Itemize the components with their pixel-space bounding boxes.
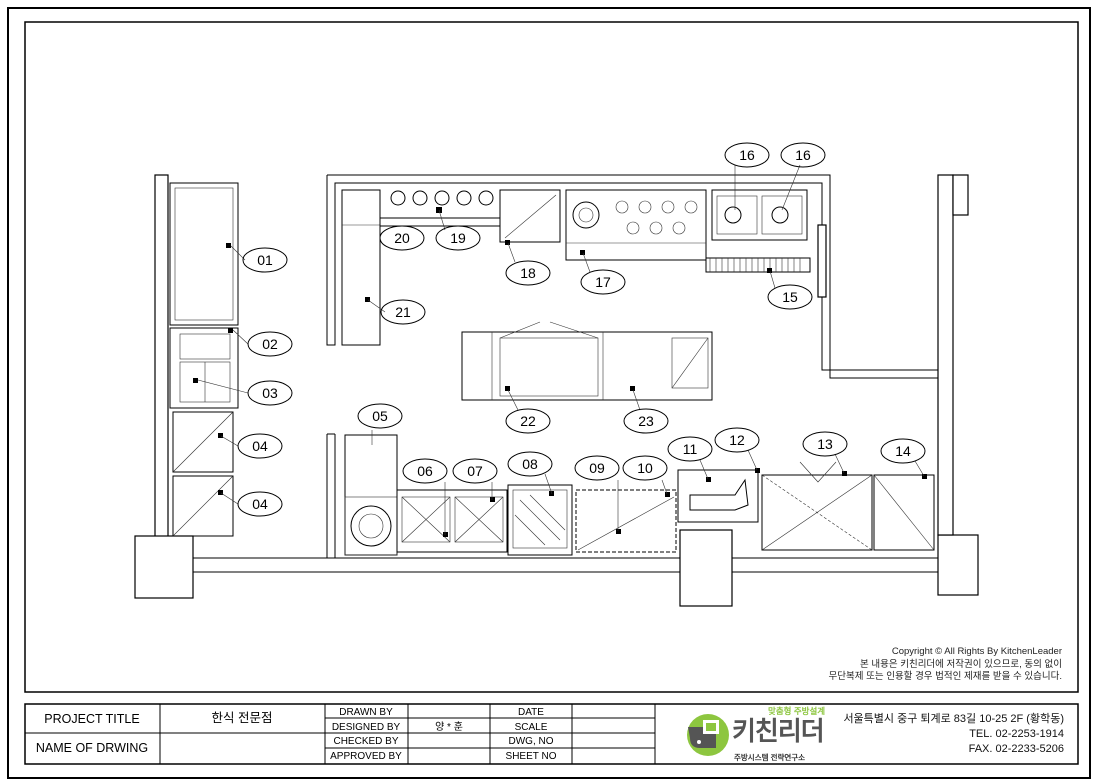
svg-text:16: 16 xyxy=(739,147,755,163)
tag-18: 18 xyxy=(505,260,551,286)
company-tel: TEL. 02-2253-1914 xyxy=(969,728,1064,740)
svg-text:22: 22 xyxy=(520,413,536,429)
tag-10: 10 xyxy=(622,455,668,481)
svg-text:07: 07 xyxy=(467,463,483,479)
tag-21: 21 xyxy=(380,299,426,325)
svg-text:01: 01 xyxy=(257,252,273,268)
svg-text:20: 20 xyxy=(394,230,410,246)
copyright-line-3: 무단복제 또는 인용할 경우 법적인 제재를 받을 수 있습니다. xyxy=(828,671,1062,682)
approved-by-label: APPROVED BY xyxy=(330,751,402,762)
tag-13: 13 xyxy=(802,431,848,457)
tag-08: 08 xyxy=(507,451,553,477)
company-contact: 서울특별시 중구 퇴계로 83길 10-25 2F (황학동) TEL. 02-… xyxy=(843,712,1064,757)
name-of-drawing-label: NAME OF DRWING xyxy=(36,741,148,755)
tag-16: 16 xyxy=(724,142,770,168)
sheet-no-label: SHEET NO xyxy=(506,751,557,762)
tag-16: 16 xyxy=(780,142,826,168)
outer-frame xyxy=(7,7,1091,779)
equipment xyxy=(169,182,935,556)
project-title-value: 한식 전문점 xyxy=(212,711,273,725)
checked-by-label: CHECKED BY xyxy=(333,736,398,747)
dwg-no-label: DWG, NO xyxy=(509,736,554,747)
company-subtitle: 주방시스템 전략연구소 xyxy=(734,753,806,762)
company-logo: 맞춤형 주방설계 키친리더 주방시스템 전략연구소 xyxy=(688,706,838,762)
scale-label: SCALE xyxy=(515,722,548,733)
tag-02: 02 xyxy=(247,331,293,357)
tag-15: 15 xyxy=(767,284,813,310)
designed-by-label: DESIGNED BY xyxy=(332,722,401,733)
svg-text:23: 23 xyxy=(638,413,654,429)
svg-text:21: 21 xyxy=(395,304,411,320)
svg-text:17: 17 xyxy=(595,274,611,290)
leader-lines xyxy=(197,164,925,535)
svg-text:06: 06 xyxy=(417,463,433,479)
tag-01: 01 xyxy=(242,247,288,273)
drawn-by-label: DRAWN BY xyxy=(339,707,393,718)
tag-12: 12 xyxy=(714,427,760,453)
company-fax: FAX. 02-2233-5206 xyxy=(968,743,1064,755)
svg-text:12: 12 xyxy=(729,432,745,448)
svg-text:13: 13 xyxy=(817,436,833,452)
svg-text:04: 04 xyxy=(252,496,268,512)
tag-22: 22 xyxy=(505,408,551,434)
svg-text:02: 02 xyxy=(262,336,278,352)
svg-text:10: 10 xyxy=(637,460,653,476)
tag-03: 03 xyxy=(247,380,293,406)
date-label: DATE xyxy=(518,707,544,718)
copyright-line-1: Copyright © All Rights By KitchenLeader xyxy=(891,646,1062,657)
tag-14: 14 xyxy=(880,438,926,464)
svg-text:09: 09 xyxy=(589,460,605,476)
company-logo-mark xyxy=(687,714,729,756)
tag-19: 19 xyxy=(435,225,481,251)
tag-09: 09 xyxy=(574,455,620,481)
svg-text:03: 03 xyxy=(262,385,278,401)
copyright-notice: Copyright © All Rights By KitchenLeader … xyxy=(828,646,1062,684)
tag-06: 06 xyxy=(402,458,448,484)
tag-05: 05 xyxy=(357,403,403,429)
walls xyxy=(134,174,979,607)
tag-17: 17 xyxy=(580,269,626,295)
designed-by-value: 양 * 훈 xyxy=(435,720,463,733)
tag-07: 07 xyxy=(452,458,498,484)
copyright-line-2: 본 내용은 키친리더에 저작권이 있으므로, 동의 없이 xyxy=(859,658,1062,670)
equipment-tags: 01 02 03 04 04 05 06 07 08 09 10 11 12 1… xyxy=(237,142,926,517)
svg-text:14: 14 xyxy=(895,443,911,459)
project-title-label: PROJECT TITLE xyxy=(44,712,139,726)
tag-20: 20 xyxy=(379,225,425,251)
tag-11: 11 xyxy=(667,436,713,462)
tag-04: 04 xyxy=(237,433,283,459)
svg-text:16: 16 xyxy=(795,147,811,163)
svg-text:05: 05 xyxy=(372,408,388,424)
title-block: PROJECT TITLE 한식 전문점 NAME OF DRWING DRAW… xyxy=(24,703,1079,765)
company-tagline: 맞춤형 주방설계 xyxy=(768,706,826,716)
company-name: 키친리더 xyxy=(732,716,825,746)
svg-text:15: 15 xyxy=(782,289,798,305)
svg-text:11: 11 xyxy=(683,441,698,457)
svg-text:08: 08 xyxy=(522,456,538,472)
tag-23: 23 xyxy=(623,408,669,434)
tag-04: 04 xyxy=(237,491,283,517)
svg-text:04: 04 xyxy=(252,438,268,454)
svg-text:19: 19 xyxy=(450,230,466,246)
company-address: 서울특별시 중구 퇴계로 83길 10-25 2F (황학동) xyxy=(843,713,1064,725)
svg-text:18: 18 xyxy=(520,265,536,281)
drawing-border xyxy=(24,21,1079,693)
